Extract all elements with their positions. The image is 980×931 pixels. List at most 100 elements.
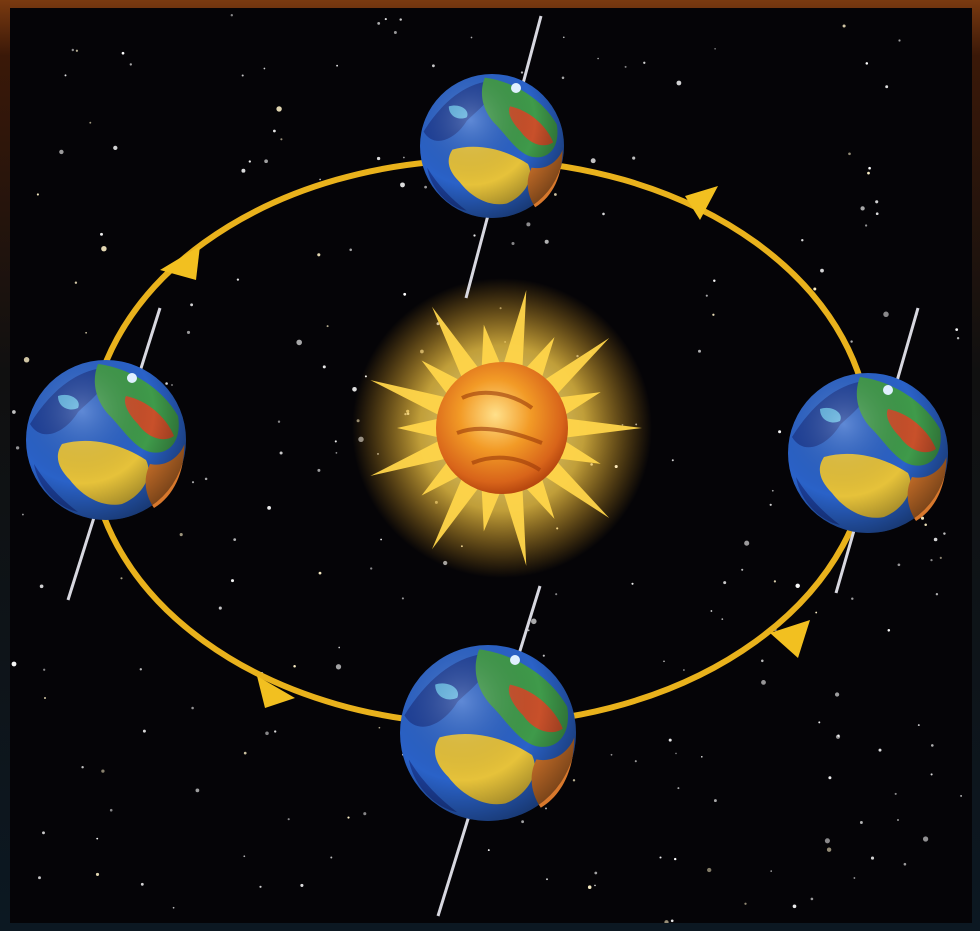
orbit-diagram <box>10 8 972 923</box>
star <box>835 692 839 696</box>
star <box>81 766 83 768</box>
star <box>594 872 597 875</box>
star <box>96 838 98 840</box>
star <box>811 898 814 901</box>
star <box>904 863 907 866</box>
star <box>143 730 146 733</box>
star <box>770 504 772 506</box>
star <box>885 85 888 88</box>
star <box>875 200 878 203</box>
star <box>813 287 816 290</box>
star <box>597 58 599 60</box>
star <box>317 469 320 472</box>
star <box>205 478 208 481</box>
star <box>113 146 117 150</box>
star <box>943 532 945 534</box>
star <box>677 81 682 86</box>
star <box>96 873 99 876</box>
star <box>573 779 575 781</box>
star <box>723 581 726 584</box>
star <box>244 752 247 755</box>
star <box>521 71 523 73</box>
star <box>625 66 627 68</box>
star <box>860 821 863 824</box>
earth-icon-bottom <box>400 586 576 916</box>
star <box>171 384 173 386</box>
star <box>744 903 746 905</box>
star <box>273 130 276 133</box>
star <box>400 182 405 187</box>
star <box>323 365 326 368</box>
star <box>664 920 668 923</box>
star <box>554 193 557 196</box>
star <box>265 732 269 736</box>
star <box>336 664 341 669</box>
star <box>241 169 245 173</box>
star <box>611 754 613 756</box>
star <box>110 809 113 812</box>
star <box>402 597 404 599</box>
star <box>243 855 245 857</box>
star <box>180 533 183 536</box>
star <box>231 579 234 582</box>
star <box>76 50 78 52</box>
star <box>820 269 824 273</box>
star <box>761 680 766 685</box>
star <box>44 697 46 699</box>
star <box>741 569 743 571</box>
star <box>848 152 851 155</box>
star <box>683 669 685 671</box>
star <box>818 721 820 723</box>
star <box>432 64 435 67</box>
star <box>173 907 175 909</box>
star <box>546 878 548 880</box>
earth-icon-left <box>26 308 186 600</box>
star <box>643 62 645 64</box>
star <box>385 18 387 20</box>
star <box>403 293 406 296</box>
star <box>101 769 104 772</box>
star <box>770 870 772 872</box>
star <box>594 885 596 887</box>
star <box>744 541 749 546</box>
star <box>280 451 283 454</box>
star <box>399 18 401 20</box>
star <box>338 647 340 649</box>
star <box>815 612 817 614</box>
star <box>377 157 380 160</box>
star <box>793 904 797 908</box>
star <box>190 303 193 306</box>
star <box>876 212 879 215</box>
star <box>12 662 17 667</box>
star <box>75 282 77 284</box>
star <box>293 665 296 668</box>
star <box>671 919 674 922</box>
star <box>635 760 637 762</box>
star <box>602 213 605 216</box>
star <box>588 885 592 889</box>
star <box>545 807 547 809</box>
star <box>659 856 661 858</box>
star <box>706 295 708 297</box>
star <box>543 655 545 657</box>
star <box>196 789 200 793</box>
star <box>335 440 337 442</box>
earth-icon-top <box>420 16 564 298</box>
star <box>242 74 244 76</box>
star <box>22 514 24 516</box>
star <box>843 24 846 27</box>
star <box>853 877 855 879</box>
star <box>233 538 236 541</box>
star <box>231 14 233 16</box>
star <box>288 818 290 820</box>
star <box>918 724 920 726</box>
star <box>940 557 942 559</box>
star <box>37 193 39 195</box>
star <box>591 158 596 163</box>
star <box>837 735 839 737</box>
star <box>931 744 934 747</box>
star <box>264 159 268 163</box>
star <box>865 224 867 226</box>
star <box>40 584 44 588</box>
